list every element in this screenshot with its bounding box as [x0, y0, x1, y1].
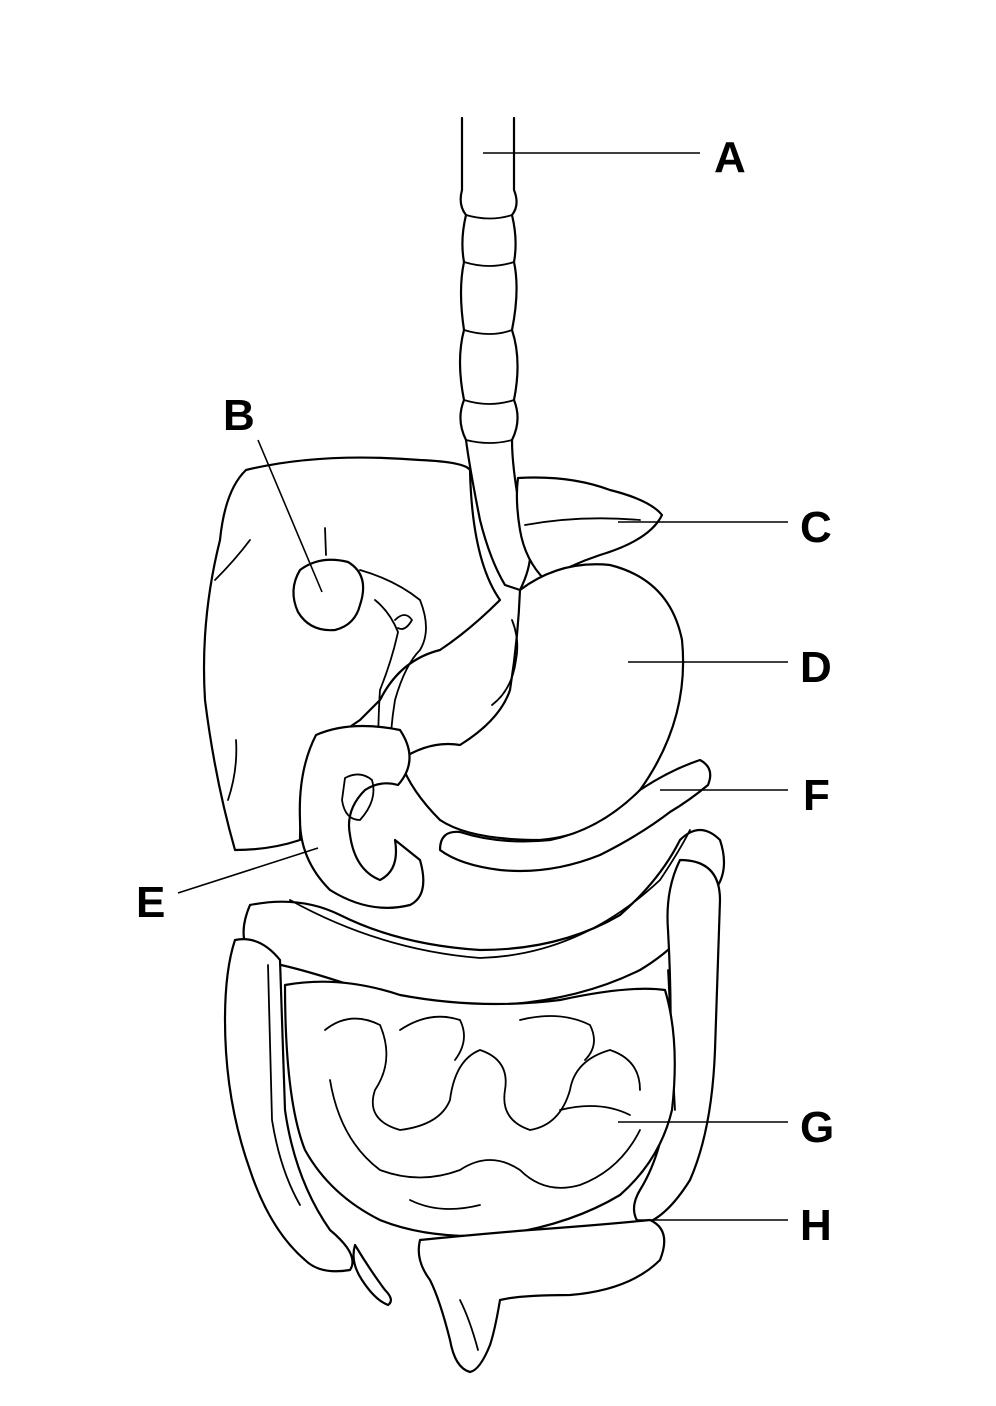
label-e: E	[136, 878, 165, 927]
leader-line-b	[257, 439, 323, 593]
pancreas	[438, 758, 712, 873]
label-g: G	[800, 1103, 834, 1152]
label-c: C	[800, 503, 832, 552]
label-d: D	[800, 643, 832, 692]
gallbladder	[292, 527, 427, 761]
label-a: A	[714, 133, 746, 182]
label-f: F	[803, 771, 830, 820]
esophagus	[458, 116, 532, 592]
ascending-colon	[223, 938, 354, 1273]
appendix	[352, 1243, 392, 1307]
leader-line-e	[177, 847, 319, 894]
stomach	[398, 563, 685, 842]
label-h: H	[800, 1201, 832, 1250]
small-intestine	[283, 980, 676, 1238]
rectum	[417, 1218, 666, 1374]
spleen	[515, 476, 664, 582]
duodenum	[298, 724, 425, 909]
label-b: B	[223, 391, 255, 440]
